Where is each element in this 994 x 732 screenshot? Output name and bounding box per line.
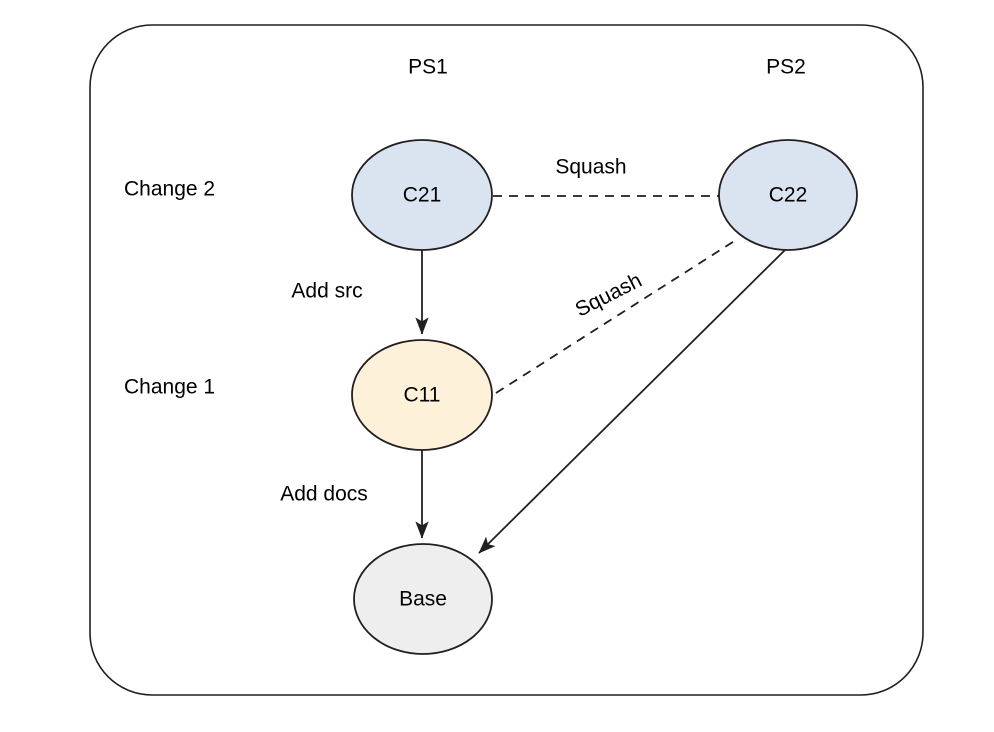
row-label-change-2: Change 2 [124,178,215,201]
column-header-ps2: PS2 [766,56,806,79]
column-header-ps1: PS1 [408,56,448,79]
node-c11-label: C11 [404,384,441,407]
row-label-change-1: Change 1 [124,376,215,399]
diagram-frame [89,24,924,696]
edge-label-add-docs: Add docs [280,483,368,506]
node-c11[interactable] [351,339,493,451]
edge-c22-to-base [478,248,787,554]
edge-label-add-src: Add src [291,280,362,303]
node-c22[interactable] [718,139,858,251]
node-c21-label: C21 [403,184,442,207]
node-c21[interactable] [351,139,493,251]
node-base-label: Base [399,588,447,611]
node-c22-label: C22 [769,184,808,207]
edge-label-squash-horizontal: Squash [555,156,626,179]
edge-label-squash-diagonal: Squash [572,269,646,322]
edge-c11-to-c22 [495,239,737,394]
node-base[interactable] [353,543,493,655]
